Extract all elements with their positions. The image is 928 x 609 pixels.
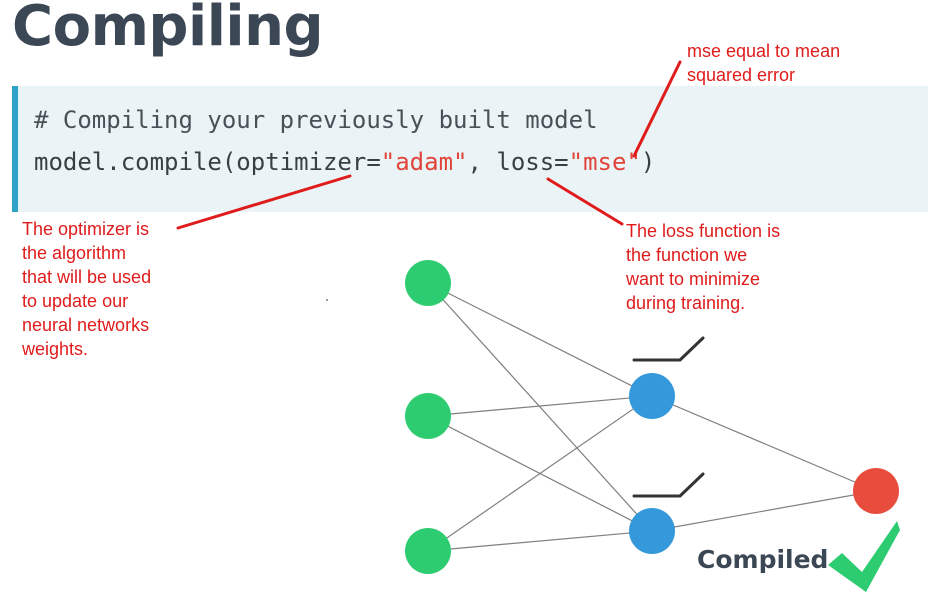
input-node bbox=[405, 260, 451, 306]
code-suffix: ) bbox=[640, 148, 656, 176]
hidden-node bbox=[629, 508, 675, 554]
network-connections bbox=[427, 282, 877, 552]
optimizer-annotation: The optimizer is the algorithm that will… bbox=[22, 219, 152, 359]
compiled-label: Compiled bbox=[697, 545, 829, 574]
code-comment: # Compiling your previously built model bbox=[34, 106, 598, 134]
page-title: Compiling bbox=[12, 0, 324, 59]
optimizer-pointer-line bbox=[176, 174, 352, 230]
mse-annotation: mse equal to mean squared error bbox=[687, 41, 841, 85]
mse-pointer-line bbox=[632, 60, 682, 158]
loss-pointer-line bbox=[546, 177, 624, 226]
hidden-node bbox=[629, 373, 675, 419]
loss-annotation: The loss function is the function we wan… bbox=[626, 221, 781, 313]
input-node bbox=[405, 528, 451, 574]
relu-activation-icon bbox=[632, 336, 705, 362]
optimizer-value: "adam" bbox=[380, 148, 468, 176]
code-prefix: model.compile(optimizer= bbox=[34, 148, 381, 176]
loss-value: "mse" bbox=[568, 148, 641, 176]
code-mid: , loss= bbox=[467, 148, 569, 176]
input-node bbox=[405, 393, 451, 439]
code-compile-line: model.compile(optimizer="adam", loss="ms… bbox=[34, 148, 655, 176]
output-node bbox=[853, 468, 899, 514]
checkmark-icon bbox=[828, 521, 900, 592]
stray-dot bbox=[326, 299, 328, 301]
code-block: # Compiling your previously built model … bbox=[12, 86, 928, 212]
relu-activation-icon bbox=[632, 472, 705, 498]
